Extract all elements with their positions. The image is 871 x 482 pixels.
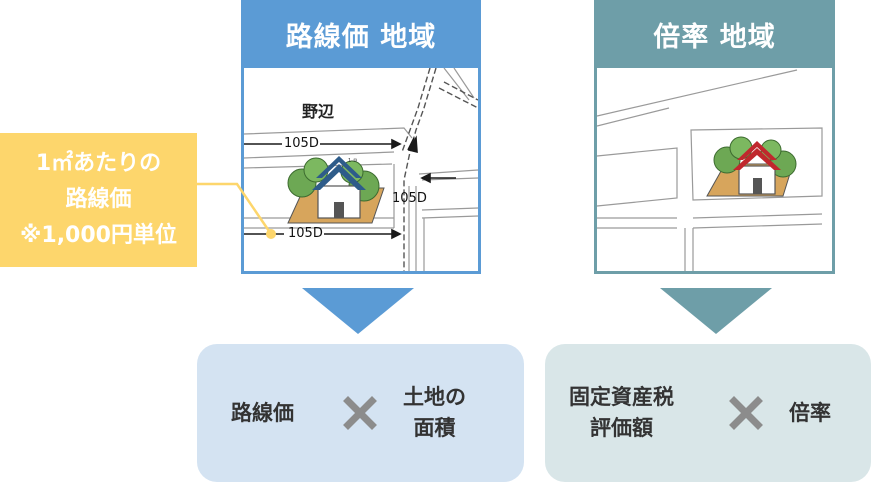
multiplier-area-title: 倍率 地域 bbox=[653, 21, 776, 53]
times-icon bbox=[343, 396, 377, 430]
road-price-label-vertical: 105D bbox=[392, 191, 427, 206]
formula-term-rosenka: 路線価 bbox=[231, 401, 294, 425]
multiplier-map bbox=[594, 68, 835, 274]
rosenka-formula-panel: 路線価 土地の 面積 bbox=[197, 344, 524, 482]
road-price-label-top: 105D bbox=[284, 136, 319, 151]
road-price-note-text: 1㎡あたりの 路線価 ※1,000円単位 bbox=[20, 151, 177, 248]
rosenka-area-header: 路線価 地域 bbox=[241, 0, 481, 68]
rosenka-map-illustration bbox=[244, 68, 478, 271]
formula-term-multiplier: 倍率 bbox=[789, 401, 831, 425]
multiplier-area-header: 倍率 地域 bbox=[594, 0, 835, 68]
formula-term-land-area: 土地の 面積 bbox=[403, 385, 466, 440]
formula-term-assessed-value: 固定資産税 評価額 bbox=[569, 385, 674, 440]
note-connector-line bbox=[197, 182, 276, 239]
parcel-number-label: 1-⑩ bbox=[348, 158, 358, 164]
rosenka-area-title: 路線価 地域 bbox=[285, 21, 437, 53]
times-icon bbox=[729, 396, 763, 430]
down-arrow-left bbox=[302, 288, 414, 334]
down-arrow-right bbox=[660, 288, 772, 334]
rosenka-map: 野辺 105D 105D 105D 1-⑩ bbox=[241, 68, 481, 274]
area-name-label: 野辺 bbox=[302, 102, 335, 121]
road-price-note: 1㎡あたりの 路線価 ※1,000円単位 bbox=[0, 133, 197, 267]
multiplier-map-illustration bbox=[597, 69, 823, 271]
road-price-label-bottom: 105D bbox=[288, 226, 323, 241]
multiplier-formula-panel: 固定資産税 評価額 倍率 bbox=[545, 344, 871, 482]
